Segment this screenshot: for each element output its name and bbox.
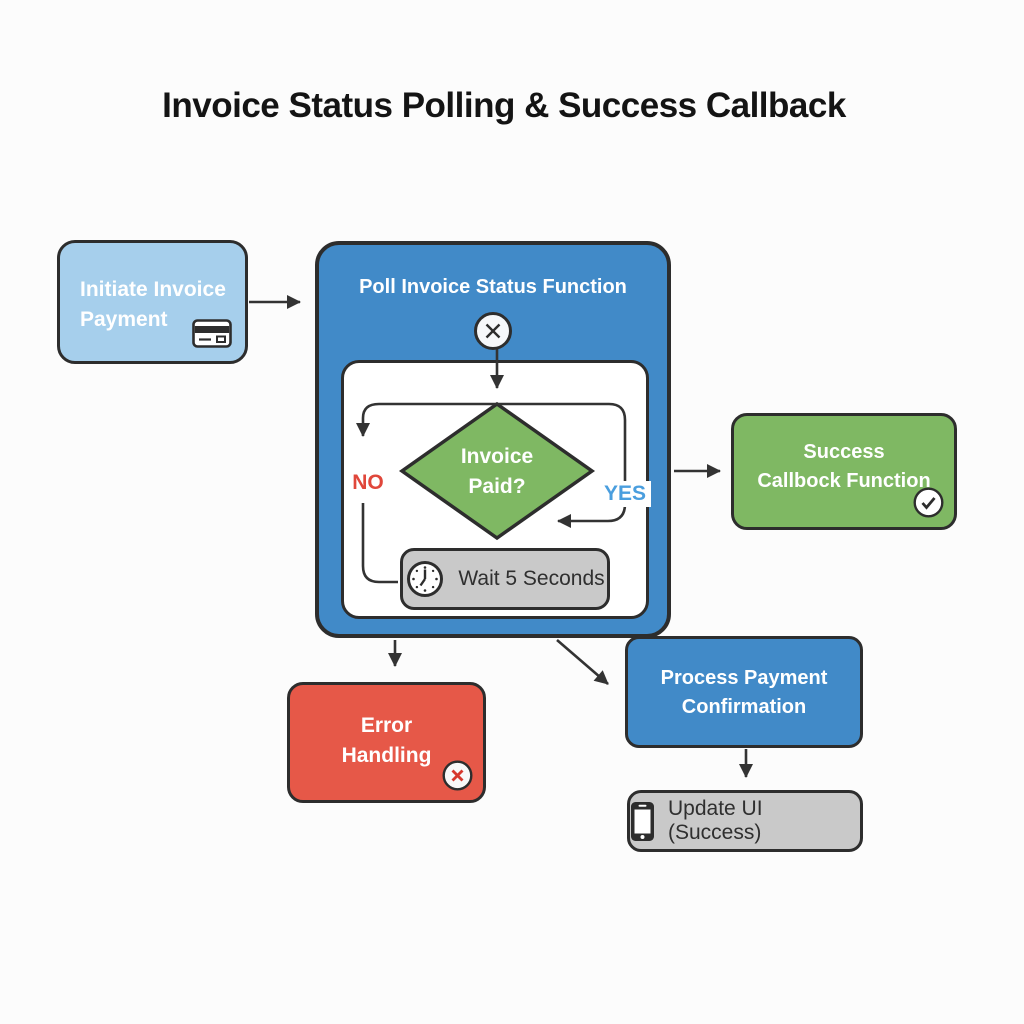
credit-card-icon	[192, 319, 232, 348]
edge-poll-to-process	[556, 639, 609, 685]
initiate-payment-label: Initiate Invoice Payment	[60, 243, 245, 335]
node-success-callback: Success Callbock Function	[731, 413, 957, 530]
node-wait-5-seconds: Wait 5 Seconds	[400, 548, 610, 610]
initiate-label-line1: Initiate Invoice	[80, 278, 226, 301]
check-circle-icon	[913, 487, 944, 518]
error-label-line2: Handling	[341, 744, 432, 767]
process-label-line2: Confirmation	[681, 696, 807, 718]
node-process-confirmation: Process Payment Confirmation	[625, 636, 863, 748]
decision-label-line1: Invoice	[460, 445, 534, 468]
node-update-ui: Update UI (Success)	[627, 790, 863, 852]
initiate-label-line2: Payment	[80, 308, 168, 331]
diagram-title: Invoice Status Polling & Success Callbac…	[162, 86, 846, 125]
success-label-line2: Callbock Function	[757, 470, 931, 492]
node-error-handling: Error Handling	[287, 682, 486, 803]
process-confirmation-label: Process Payment Confirmation	[628, 639, 860, 722]
x-circle-red-icon	[442, 760, 473, 791]
node-initiate-payment: Initiate Invoice Payment	[57, 240, 248, 364]
clock-icon	[405, 559, 445, 599]
poll-function-label: Poll Invoice Status Function	[359, 276, 627, 298]
edge-label-yes: YES	[599, 481, 651, 507]
smartphone-icon	[630, 801, 655, 842]
edge-label-no: NO	[352, 471, 384, 494]
decision-label-line2: Paid?	[468, 475, 526, 498]
wait-label: Wait 5 Seconds	[458, 567, 605, 590]
update-ui-label: Update UI (Success)	[668, 797, 763, 844]
success-label-line1: Success	[803, 441, 885, 463]
error-label-line1: Error	[360, 714, 413, 737]
success-callback-label: Success Callbock Function	[734, 416, 954, 496]
error-handling-label: Error Handling	[290, 685, 483, 771]
process-label-line1: Process Payment	[660, 667, 828, 689]
x-circle-icon	[474, 312, 512, 350]
decision-invoice-paid-label: Invoice Paid?	[402, 442, 592, 502]
